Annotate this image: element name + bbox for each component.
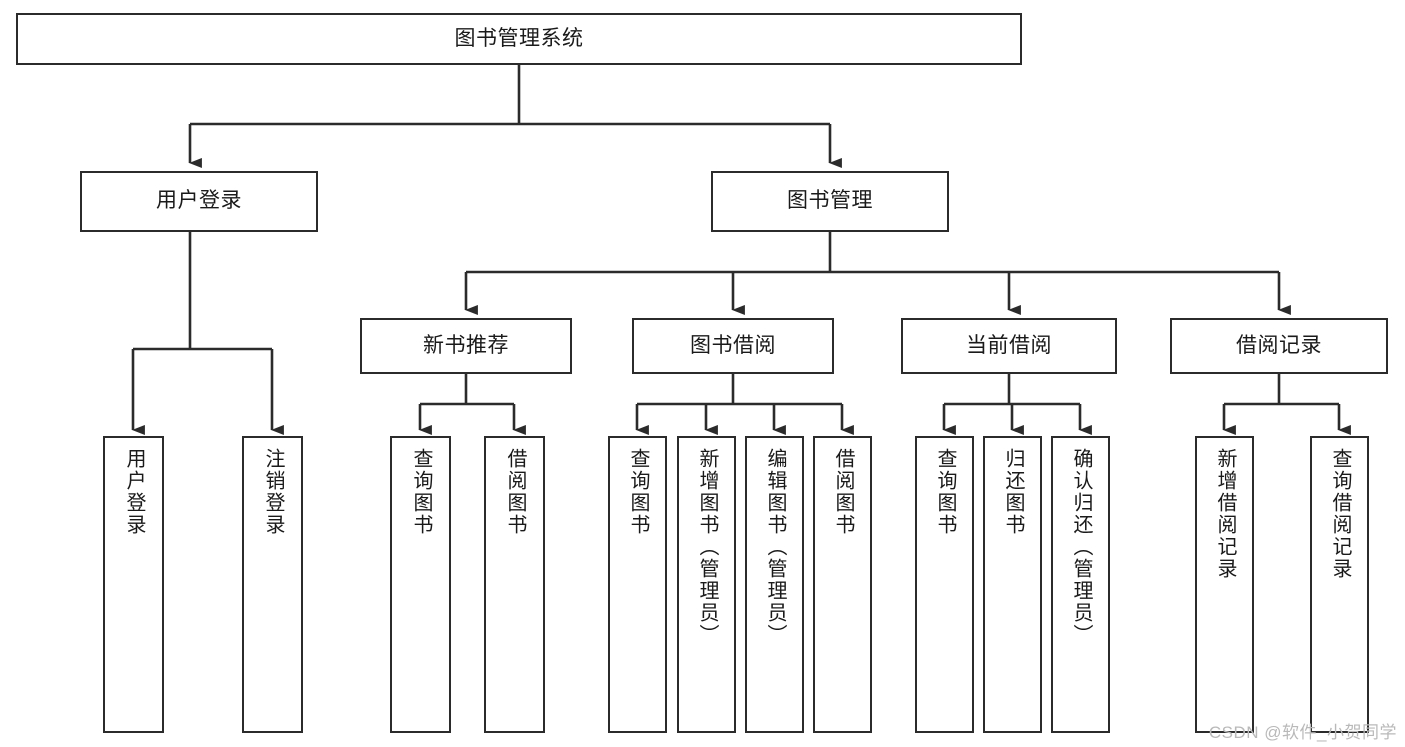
node-user-login[interactable]: 用户登录 xyxy=(80,171,318,232)
node-label: 新增借阅记录 xyxy=(1214,448,1236,580)
node-book-borrow[interactable]: 图书借阅 xyxy=(632,318,834,374)
node-label: 查询图书 xyxy=(627,448,649,536)
leaf-current-borrow-return-book[interactable]: 归还图书 xyxy=(983,436,1042,733)
node-label: 图书管理系统 xyxy=(454,26,584,50)
leaf-book-borrow-query-book[interactable]: 查询图书 xyxy=(608,436,667,733)
node-label: 借阅记录 xyxy=(1236,333,1322,357)
node-book-management[interactable]: 图书管理 xyxy=(711,171,949,232)
leaf-book-borrow-add-book[interactable]: 新增图书（管理员） xyxy=(677,436,736,733)
leaf-new-book-query-book[interactable]: 查询图书 xyxy=(390,436,451,733)
node-label: 查询图书 xyxy=(410,448,432,536)
node-label: 图书借阅 xyxy=(690,333,776,357)
node-label: 借阅图书 xyxy=(504,448,526,536)
leaf-borrow-record-query-record[interactable]: 查询借阅记录 xyxy=(1310,436,1369,733)
node-label: 归还图书 xyxy=(1002,448,1024,536)
node-root-book-management-system[interactable]: 图书管理系统 xyxy=(16,13,1022,65)
node-label: 确认归还（管理员） xyxy=(1070,448,1092,646)
node-label: 图书管理 xyxy=(787,189,873,213)
leaf-new-book-borrow-book[interactable]: 借阅图书 xyxy=(484,436,545,733)
node-label: 注销登录 xyxy=(262,448,284,536)
node-label: 当前借阅 xyxy=(966,333,1052,357)
node-label: 查询图书 xyxy=(934,448,956,536)
node-label: 新书推荐 xyxy=(423,333,509,357)
node-borrow-record[interactable]: 借阅记录 xyxy=(1170,318,1388,374)
leaf-book-borrow-edit-book[interactable]: 编辑图书（管理员） xyxy=(745,436,804,733)
leaf-current-borrow-confirm-return[interactable]: 确认归还（管理员） xyxy=(1051,436,1110,733)
leaf-book-borrow-borrow-book[interactable]: 借阅图书 xyxy=(813,436,872,733)
node-new-book-recommend[interactable]: 新书推荐 xyxy=(360,318,572,374)
node-label: 新增图书（管理员） xyxy=(696,448,718,646)
node-label: 借阅图书 xyxy=(832,448,854,536)
leaf-current-borrow-query-book[interactable]: 查询图书 xyxy=(915,436,974,733)
node-label: 用户登录 xyxy=(156,189,242,213)
node-current-borrow[interactable]: 当前借阅 xyxy=(901,318,1117,374)
node-label: 查询借阅记录 xyxy=(1329,448,1351,580)
node-label: 编辑图书（管理员） xyxy=(764,448,786,646)
leaf-borrow-record-add-record[interactable]: 新增借阅记录 xyxy=(1195,436,1254,733)
node-label: 用户登录 xyxy=(123,448,145,536)
leaf-user-login-login[interactable]: 用户登录 xyxy=(103,436,164,733)
leaf-user-login-logout[interactable]: 注销登录 xyxy=(242,436,303,733)
